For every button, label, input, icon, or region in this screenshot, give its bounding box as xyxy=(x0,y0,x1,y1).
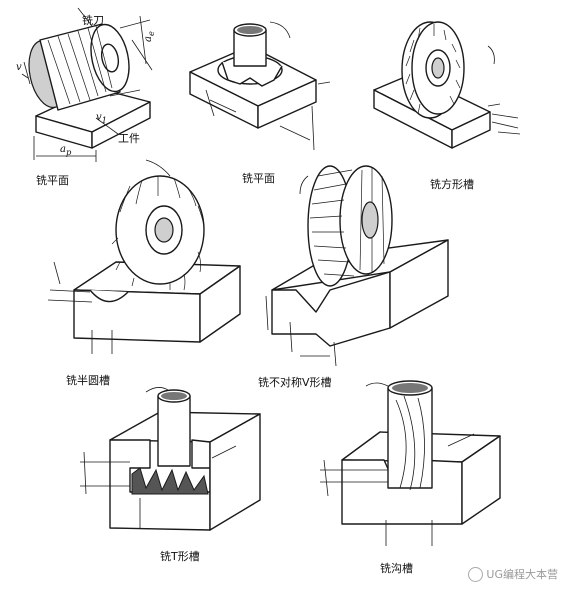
symbol-v1: v1 xyxy=(96,112,107,125)
label-workpiece: 工件 xyxy=(118,132,140,145)
caption-t-slot: 铣T形槽 xyxy=(160,550,200,563)
caption-face-milling-2: 铣平面 xyxy=(242,172,275,185)
wechat-icon xyxy=(468,567,484,582)
convex-cutter xyxy=(111,175,205,291)
symbol-ap: ap xyxy=(60,144,72,157)
panel-face-milling-1 xyxy=(21,7,153,162)
panel-channel-groove xyxy=(320,380,501,546)
end-mill-cutter xyxy=(217,23,283,87)
t-slot-cutter xyxy=(131,389,209,495)
panel-square-groove xyxy=(373,21,521,149)
panel-face-milling-2 xyxy=(189,21,331,151)
symbol-v: v xyxy=(16,62,22,73)
caption-square-groove: 铣方形槽 xyxy=(430,178,474,191)
disc-cutter xyxy=(401,21,465,119)
end-mill-cutter xyxy=(387,380,433,491)
watermark: UG编程大本营 xyxy=(468,566,558,582)
helical-cutter xyxy=(28,23,130,111)
symbol-ae: ae xyxy=(142,31,156,42)
label-cutter: 铣刀 xyxy=(82,14,104,27)
workpiece-block xyxy=(35,87,151,149)
angle-cutter xyxy=(307,165,393,287)
panel-semicircle-groove xyxy=(47,159,241,354)
panel-asym-v-groove xyxy=(265,165,449,367)
caption-channel-groove: 铣沟槽 xyxy=(380,562,413,575)
caption-asym-v-groove: 铣不对称V形槽 xyxy=(258,376,332,389)
caption-semicircle-groove: 铣半圆槽 xyxy=(66,374,110,387)
caption-face-milling-1: 铣平面 xyxy=(36,174,69,187)
panel-t-slot xyxy=(80,387,261,531)
